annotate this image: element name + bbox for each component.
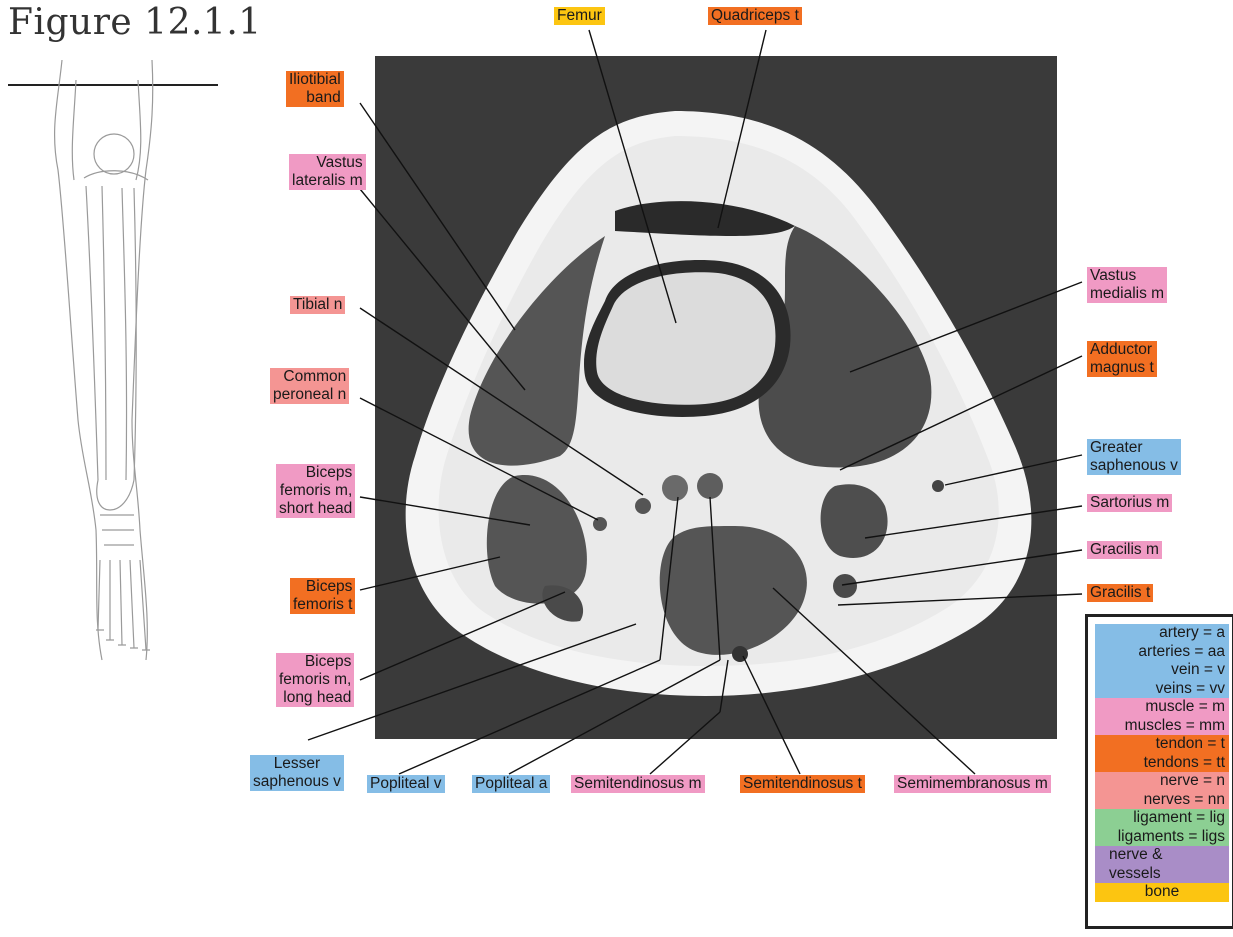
label-gracilis-m: Gracilis m	[1087, 541, 1162, 559]
key-arteries: arteries = aa	[1095, 643, 1229, 662]
leg-illustration	[40, 60, 190, 680]
key-bone: bone	[1095, 883, 1229, 902]
color-key: artery = a arteries = aa vein = v veins …	[1085, 614, 1233, 929]
key-tendons: tendons = tt	[1095, 754, 1229, 773]
key-veins: veins = vv	[1095, 680, 1229, 699]
key-nerves: nerves = nn	[1095, 791, 1229, 810]
label-gracilis-t: Gracilis t	[1087, 584, 1153, 602]
key-tendon: tendon = t	[1095, 735, 1229, 754]
key-ligaments: ligaments = ligs	[1095, 828, 1229, 847]
key-vein: vein = v	[1095, 661, 1229, 680]
label-semimembranosus-m: Semimembranosus m	[894, 775, 1051, 793]
label-sartorius-m: Sartorius m	[1087, 494, 1172, 512]
key-muscle: muscle = m	[1095, 698, 1229, 717]
figure-title: Figure 12.1.1	[8, 2, 262, 43]
key-ligament: ligament = lig	[1095, 809, 1229, 828]
key-nerve: nerve = n	[1095, 772, 1229, 791]
label-quadriceps-t: Quadriceps t	[708, 7, 802, 25]
label-semitendinosus-m: Semitendinosus m	[571, 775, 705, 793]
key-nerve-and-vessels: nerve &vessels	[1095, 846, 1229, 883]
mri-axial-slice	[375, 56, 1057, 739]
label-popliteal-v: Popliteal v	[367, 775, 445, 793]
label-popliteal-a: Popliteal a	[472, 775, 550, 793]
label-semitendinosus-t: Semitendinosus t	[740, 775, 865, 793]
label-tibial-n: Tibial n	[290, 296, 345, 314]
key-muscles: muscles = mm	[1095, 717, 1229, 736]
label-femur: Femur	[554, 7, 605, 25]
key-artery: artery = a	[1095, 624, 1229, 643]
